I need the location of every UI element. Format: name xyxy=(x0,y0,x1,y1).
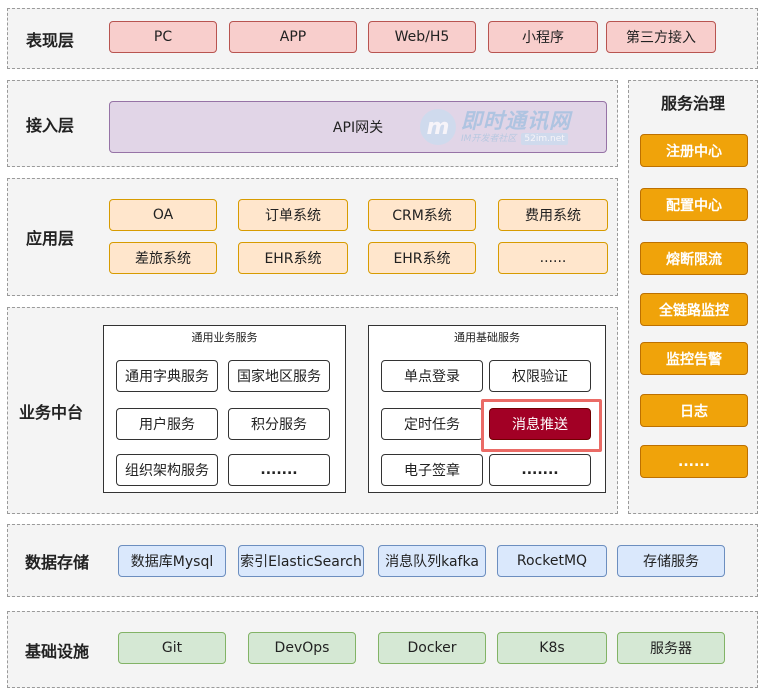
governance-more: ...... xyxy=(640,445,748,478)
application-layer-label: 应用层 xyxy=(25,229,74,248)
storage-rocketmq: RocketMQ xyxy=(497,545,607,577)
storage-elasticsearch: 索引ElasticSearch xyxy=(238,545,364,577)
service-base-more: ....... xyxy=(489,454,591,486)
app-item-order: 订单系统 xyxy=(238,199,348,231)
watermark-domain: 52im.net xyxy=(521,133,568,145)
presentation-item-pc: PC xyxy=(109,21,217,53)
service-org-structure: 组织架构服务 xyxy=(116,454,218,486)
service-scheduled-task: 定时任务 xyxy=(381,408,483,440)
business-services-title: 通用业务服务 xyxy=(191,331,258,344)
presentation-layer-label: 表现层 xyxy=(25,30,74,50)
service-permission: 权限验证 xyxy=(489,360,591,392)
presentation-item-third-party: 第三方接入 xyxy=(606,21,716,53)
service-sso: 单点登录 xyxy=(381,360,483,392)
service-country-region: 国家地区服务 xyxy=(228,360,330,392)
presentation-item-miniprogram: 小程序 xyxy=(488,21,598,53)
presentation-item-web: Web/H5 xyxy=(368,21,476,53)
service-business-more: ....... xyxy=(228,454,330,486)
storage-service: 存储服务 xyxy=(617,545,725,577)
app-item-crm: CRM系统 xyxy=(368,199,476,231)
base-services-title: 通用基础服务 xyxy=(454,331,520,344)
service-e-signature: 电子签章 xyxy=(381,454,483,486)
app-item-ehr-2: EHR系统 xyxy=(368,242,476,274)
governance-registry: 注册中心 xyxy=(640,134,748,167)
service-user: 用户服务 xyxy=(116,408,218,440)
app-item-expense: 费用系统 xyxy=(498,199,608,231)
storage-mysql: 数据库Mysql xyxy=(118,545,226,577)
service-message-push: 消息推送 xyxy=(489,408,591,440)
watermark-logo-icon: m xyxy=(420,109,456,145)
infra-k8s: K8s xyxy=(497,632,607,664)
app-item-more: ...... xyxy=(498,242,608,274)
watermark-sub: IM开发者社区 xyxy=(461,134,517,144)
application-layer xyxy=(7,178,618,296)
app-item-ehr-1: EHR系统 xyxy=(238,242,348,274)
infra-docker: Docker xyxy=(378,632,486,664)
app-item-oa: OA xyxy=(109,199,217,231)
governance-tracing: 全链路监控 xyxy=(640,293,748,326)
governance-logging: 日志 xyxy=(640,394,748,427)
governance-title: 服务治理 xyxy=(660,94,725,113)
service-points: 积分服务 xyxy=(228,408,330,440)
watermark-text: 即时通讯网 xyxy=(461,109,571,133)
app-item-travel: 差旅系统 xyxy=(109,242,217,274)
infra-devops: DevOps xyxy=(248,632,356,664)
governance-config: 配置中心 xyxy=(640,188,748,221)
storage-layer-label: 数据存储 xyxy=(24,552,89,572)
infra-layer-label: 基础设施 xyxy=(24,641,89,661)
access-layer-label: 接入层 xyxy=(25,115,74,135)
presentation-item-app: APP xyxy=(229,21,357,53)
middle-platform-layer-label: 业务中台 xyxy=(18,402,83,422)
governance-alerting: 监控告警 xyxy=(640,342,748,375)
highlight-frame xyxy=(481,399,602,452)
infra-servers: 服务器 xyxy=(617,632,725,664)
governance-circuit-breaker: 熔断限流 xyxy=(640,242,748,275)
service-dictionary: 通用字典服务 xyxy=(116,360,218,392)
storage-kafka: 消息队列kafka xyxy=(378,545,486,577)
infra-git: Git xyxy=(118,632,226,664)
watermark: m 即时通讯网 IM开发者社区 52im.net xyxy=(420,104,610,150)
